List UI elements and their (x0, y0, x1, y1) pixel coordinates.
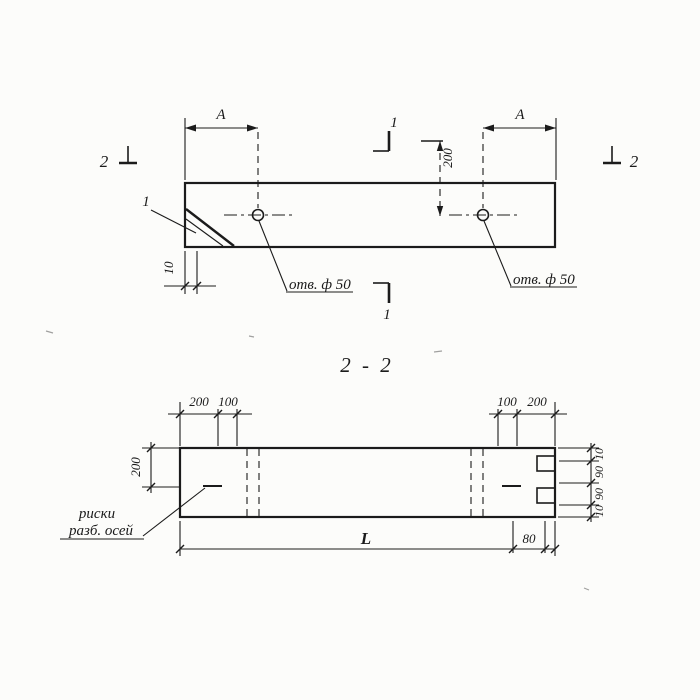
dim-right-90-lower: 90 (592, 488, 606, 500)
section-dim-length: L (175, 521, 560, 556)
section-line-1-top: 1 (373, 115, 398, 152)
hole-right (476, 208, 490, 222)
dim-length-label: L (360, 529, 371, 548)
section-dims-top-right: 100 200 (489, 394, 567, 446)
section-1-top-label: 1 (390, 115, 398, 131)
dim-a-right-label: A (514, 107, 525, 123)
notch-bottom (536, 487, 556, 504)
hole-note-left: отв. ф 50 (258, 220, 353, 293)
section-dim-80: 80 (508, 521, 550, 554)
hole-left (251, 208, 265, 222)
hole-note-right: отв. ф 50 (483, 220, 577, 288)
section-view: 200 100 100 200 200 (60, 394, 606, 556)
dim-top-left-100: 100 (218, 394, 238, 409)
section-slab-rect (178, 446, 557, 519)
plan-slab-rect (183, 181, 557, 249)
dim-right-10-top: 10 (592, 448, 606, 460)
chamfer-line-inner (185, 218, 224, 247)
dim-right-90-upper: 90 (592, 466, 606, 478)
dim-left-200-label: 200 (128, 457, 143, 477)
section-dim-left-200: 200 (128, 442, 179, 493)
section-dims-right-chain: 10 90 90 10 (558, 443, 606, 522)
axes-note: риски разб. осей (60, 487, 206, 540)
detail-callout-1: 1 (142, 194, 197, 234)
hole-note-left-label: отв. ф 50 (289, 277, 351, 293)
dim-a-left-label: A (215, 107, 226, 123)
section-slab-outline (178, 446, 557, 519)
detail-callout-label: 1 (142, 194, 150, 210)
dim-right-10-bottom: 10 (592, 505, 606, 517)
notch-top (536, 455, 556, 472)
hole-note-right-label: отв. ф 50 (513, 272, 575, 288)
axes-note-line2: разб. осей (68, 523, 134, 539)
axes-note-line1: риски (78, 506, 115, 522)
section-line-2-left: 2 (100, 146, 137, 171)
section-line-1-bottom: 1 (373, 282, 391, 323)
plan-holes (224, 132, 519, 222)
dim-200-label: 200 (440, 148, 455, 168)
dim-top-right-200: 200 (527, 394, 547, 409)
plan-dim-a-right: A (483, 107, 557, 180)
dim-10-label: 10 (161, 261, 176, 275)
section-2-left-label: 2 (100, 152, 109, 171)
scan-specks (45, 330, 590, 591)
dim-80-label: 80 (523, 531, 537, 546)
section-dims-top-left: 200 100 (168, 394, 252, 446)
section-title: 2 - 2 (340, 353, 394, 377)
plan-dim-200: 200 (421, 140, 455, 216)
dim-top-right-100: 100 (497, 394, 517, 409)
plan-dim-a-left: A (184, 107, 258, 180)
section-1-bottom-label: 1 (383, 307, 391, 323)
section-hidden-lines (246, 449, 484, 516)
plan-slab-outline (183, 181, 557, 249)
dim-top-left-200: 200 (189, 394, 209, 409)
section-2-right-label: 2 (630, 152, 639, 171)
section-line-2-right: 2 (603, 146, 639, 171)
plan-view: A A 200 1 1 2 (100, 107, 639, 323)
chamfer-line (185, 208, 235, 247)
plan-dim-10: 10 (161, 251, 216, 294)
